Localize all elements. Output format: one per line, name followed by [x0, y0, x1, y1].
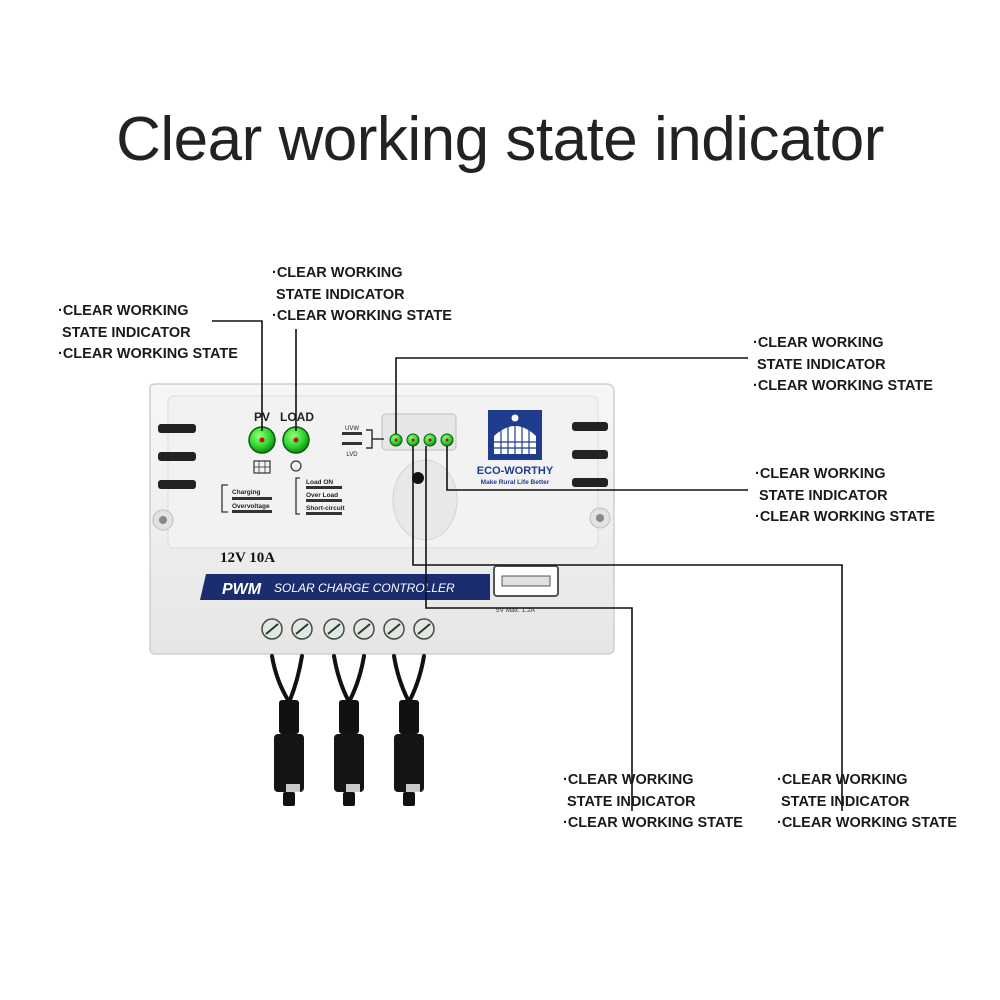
overvoltage-label: Overvoltage	[232, 503, 270, 510]
brand-tagline: Make Rural Life Better	[481, 479, 550, 486]
vent-slot	[572, 450, 608, 459]
band-pwm: PWM	[222, 581, 262, 598]
uvw-lvd-scale	[342, 429, 384, 449]
sae-cables	[270, 654, 426, 702]
callout-pv: ·CLEAR WORKING STATE INDICATOR ·CLEAR WO…	[58, 301, 238, 366]
bulb-icon	[290, 460, 302, 472]
usb-port-icon	[493, 565, 559, 597]
vent-slot	[158, 452, 196, 461]
controller-body	[149, 383, 615, 655]
battery-led-1-icon	[389, 433, 403, 447]
battery-led-2-icon	[406, 433, 420, 447]
uvw-label: UVW	[345, 426, 359, 432]
callout-line: ·CLEAR WORKING	[755, 466, 886, 482]
lvd-label: LVD	[346, 452, 358, 458]
vent-slot	[158, 480, 196, 489]
callout-load: ·CLEAR WORKING STATE INDICATOR ·CLEAR WO…	[272, 263, 452, 328]
callout-line: STATE INDICATOR	[567, 793, 696, 810]
usb-label: 5V Max. 1.2A	[496, 607, 536, 614]
callout-lines	[212, 320, 843, 811]
callout-line: ·CLEAR WORKING	[563, 772, 694, 788]
callout-battery-2: ·CLEAR WORKING STATE INDICATOR ·CLEAR WO…	[777, 770, 957, 835]
battery-led-3-icon	[423, 433, 437, 447]
load-label: LOAD	[280, 410, 314, 424]
terminal-screw-icon	[413, 618, 435, 640]
callout-line: STATE INDICATOR	[781, 793, 910, 810]
eco-worthy-logo	[488, 410, 542, 460]
callout-line: ·CLEAR WORKING	[777, 772, 908, 788]
callout-battery-3: ·CLEAR WORKING STATE INDICATOR ·CLEAR WO…	[563, 770, 743, 835]
callout-line: ·CLEAR WORKING	[753, 335, 884, 351]
terminal-screw-icon	[291, 618, 313, 640]
vent-slot	[572, 422, 608, 431]
callout-line: STATE INDICATOR	[757, 356, 886, 373]
callout-line: ·CLEAR WORKING STATE	[58, 346, 238, 362]
terminal-screws	[261, 618, 435, 640]
pv-legend	[221, 460, 272, 513]
short-circuit-label: Short-circuit	[306, 505, 345, 512]
sae-connector-icon	[274, 700, 304, 806]
callout-battery-1: ·CLEAR WORKING STATE INDICATOR ·CLEAR WO…	[753, 333, 933, 398]
sae-connector-icon	[394, 700, 424, 806]
load-on-label: Load ON	[306, 479, 333, 486]
page-title: Clear working state indicator	[116, 105, 884, 174]
load-legend	[290, 460, 342, 515]
rating-label: 12V 10A	[220, 550, 275, 566]
callout-battery-4: ·CLEAR WORKING STATE INDICATOR ·CLEAR WO…	[755, 464, 935, 529]
vent-slot	[572, 478, 608, 487]
vent-slot	[158, 424, 196, 433]
sensor-dot	[412, 472, 424, 484]
over-load-label: Over Load	[306, 492, 338, 499]
sae-connector-icon	[334, 700, 364, 806]
charging-label: Charging	[232, 489, 261, 496]
callout-line: ·CLEAR WORKING STATE	[777, 815, 957, 831]
callout-line: ·CLEAR WORKING	[272, 265, 403, 281]
terminal-screw-icon	[353, 618, 375, 640]
terminal-screw-icon	[383, 618, 405, 640]
callout-line: STATE INDICATOR	[759, 487, 888, 504]
callout-line: STATE INDICATOR	[276, 286, 405, 303]
callout-line: ·CLEAR WORKING STATE	[563, 815, 743, 831]
callout-line: ·CLEAR WORKING	[58, 303, 189, 319]
callout-line: STATE INDICATOR	[62, 324, 191, 341]
callout-line: ·CLEAR WORKING STATE	[753, 378, 933, 394]
band-text: SOLAR CHARGE CONTROLLER	[274, 581, 455, 595]
callout-line: ·CLEAR WORKING STATE	[272, 308, 452, 324]
brand-name: ECO-WORTHY	[477, 465, 554, 477]
battery-led-4-icon	[440, 433, 454, 447]
terminal-screw-icon	[323, 618, 345, 640]
terminal-screw-icon	[261, 618, 283, 640]
callout-line: ·CLEAR WORKING STATE	[755, 509, 935, 525]
product-band	[200, 574, 490, 600]
